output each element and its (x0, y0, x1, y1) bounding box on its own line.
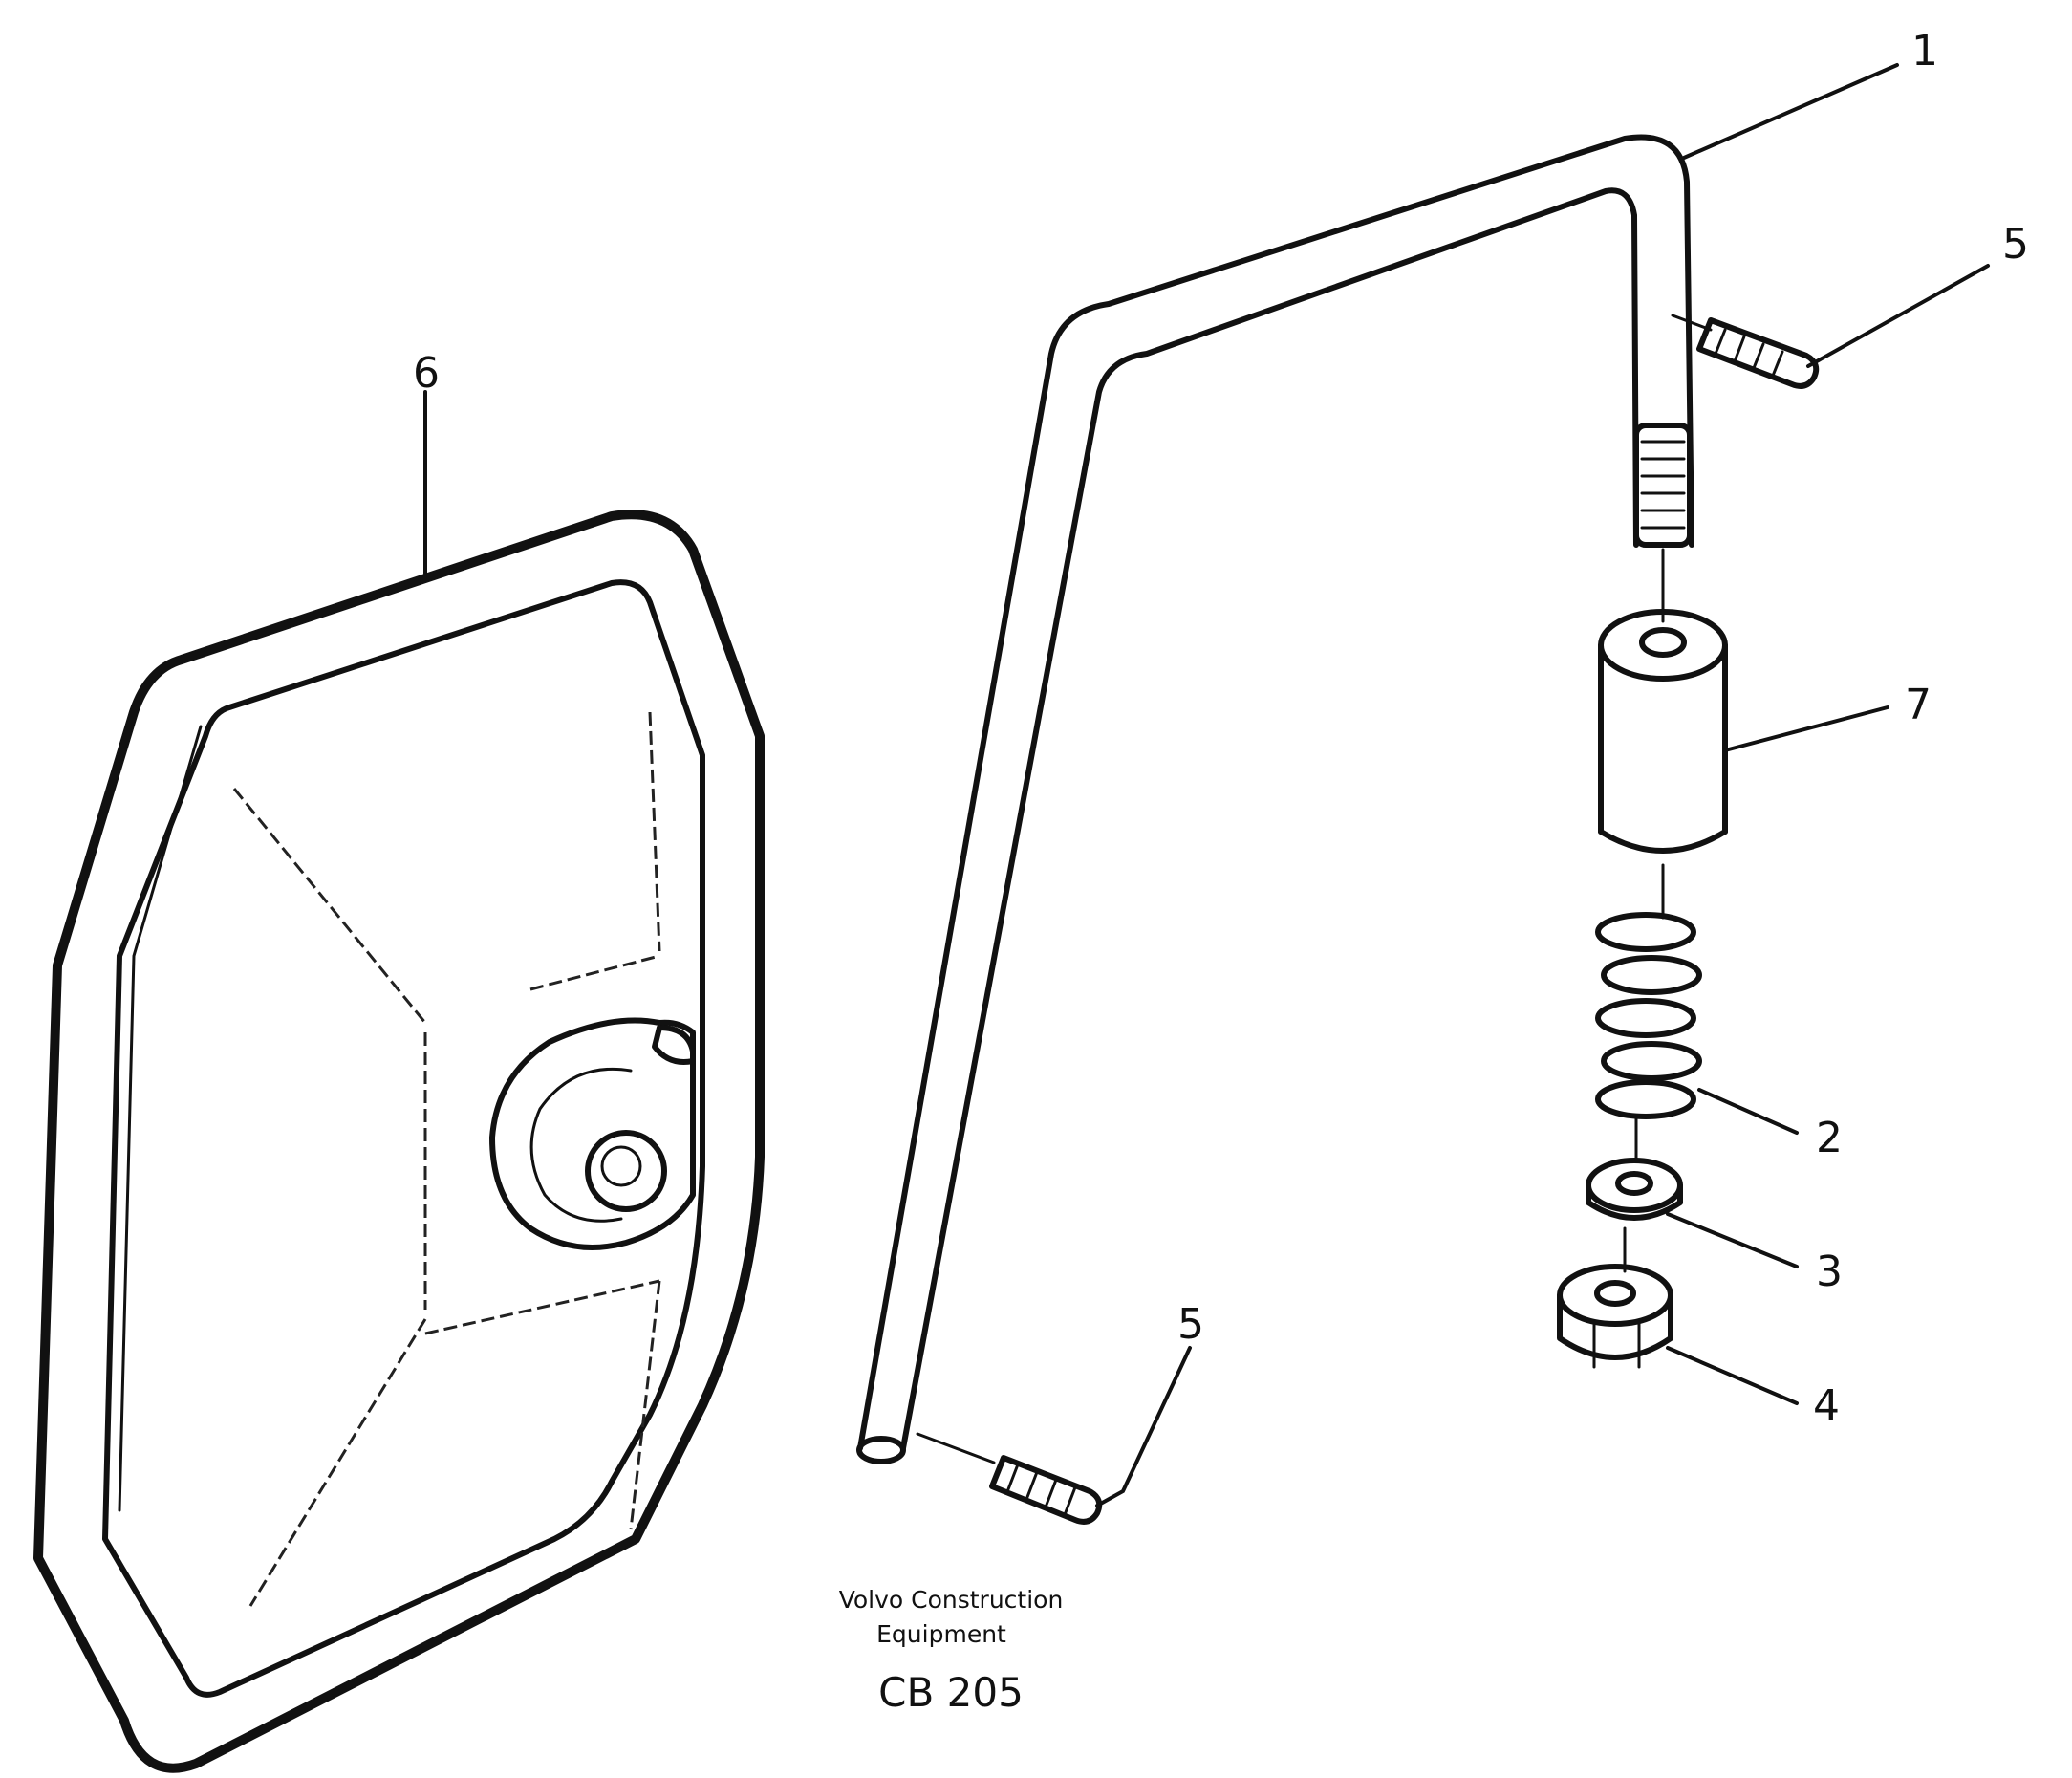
mount-bolt (585, 1130, 667, 1212)
rod-outer-edge (857, 134, 1694, 1451)
set-screw-upper (1671, 314, 1820, 389)
caption-company-line2: Equipment (876, 1620, 1006, 1648)
rod-threaded-end (1633, 423, 1693, 623)
set-screw-lower (916, 1432, 1103, 1525)
mirror-swivel-mount (489, 1017, 696, 1250)
callout-5-lower: 5 (1177, 1300, 1204, 1349)
leader-lines (423, 63, 1990, 1507)
mirror-glass-edge (118, 725, 203, 1512)
mirror-housing-inner (102, 579, 705, 1698)
callout-6: 6 (413, 349, 440, 398)
callout-3: 3 (1816, 1247, 1843, 1296)
rod-end-cap (856, 1436, 906, 1464)
callout-5-upper: 5 (2002, 220, 2029, 269)
callout-4: 4 (1813, 1381, 1840, 1430)
mirror-housing-outer (33, 510, 765, 1773)
callout-7: 7 (1905, 681, 1932, 729)
caption-company-line1: Volvo Construction (839, 1586, 1064, 1614)
callout-2: 2 (1816, 1114, 1843, 1162)
mirror-assembly (33, 510, 765, 1773)
rod-inner-edge (900, 187, 1639, 1451)
rubber-sleeve (1598, 609, 1728, 920)
washer (1586, 1158, 1683, 1273)
hex-nut (1557, 1264, 1673, 1369)
mirror-back-bracket (232, 711, 661, 1607)
compression-spring (1595, 912, 1702, 1163)
caption-drawing-code: CB 205 (878, 1669, 1024, 1716)
callout-1: 1 (1911, 27, 1938, 76)
mirror-arm-rod (856, 134, 1694, 1464)
